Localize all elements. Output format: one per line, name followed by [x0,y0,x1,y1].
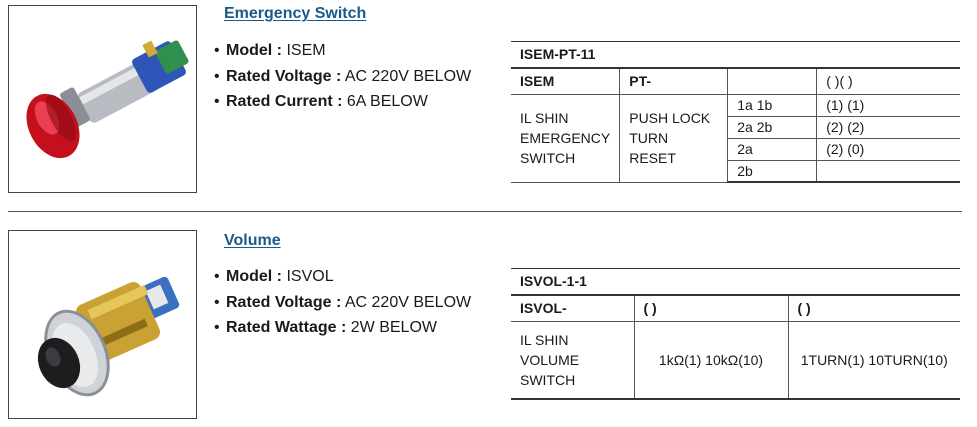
spec-value: 2W BELOW [350,319,437,336]
header-cell [727,67,818,95]
emergency-switch-photo [8,5,197,193]
spec-label: Rated Current : [226,93,343,110]
contact-cell: 2b [727,159,818,183]
volume-specs-list: •Model : ISVOL •Rated Voltage : AC 220V … [214,264,471,341]
contact-code-cell: (2) (0) [816,137,960,161]
spec-value: ISEM [286,42,326,59]
volume-ordering-table: ISVOL- ( ) ( ) IL SHIN VOLUME SWITCH 1kΩ… [511,294,960,400]
product-name-cell: IL SHIN VOLUME SWITCH [511,320,635,400]
emergency-switch-section: Emergency Switch •Model : ISEM •Rated Vo… [0,0,977,200]
volume-section: Volume •Model : ISVOL •Rated Voltage : A… [0,214,977,427]
spec-label: Rated Wattage : [226,319,347,336]
spec-rated-voltage: •Rated Voltage : AC 220V BELOW [214,293,472,311]
header-cell: ISVOL- [511,294,635,322]
contact-cell: 2a [727,137,818,161]
table-header-row: ISEM PT- ( )( ) [511,67,960,95]
emergency-specs-list: •Model : ISEM •Rated Voltage : AC 220V B… [214,38,471,115]
spec-value: AC 220V BELOW [344,67,472,85]
header-cell: ISEM [511,67,621,95]
emergency-ordering-table: ISEM PT- ( )( ) IL SHIN EMERGENCY SWITCH… [511,67,960,183]
contact-code-cell: (2) (2) [816,115,960,139]
header-cell: ( )( ) [816,67,960,95]
header-cell: ( ) [633,294,789,322]
contact-cell: 1a 1b [727,93,818,117]
spec-value: ISVOL [286,268,334,285]
header-cell: ( ) [787,294,960,322]
section-divider [8,211,962,212]
contact-code-cell [816,159,960,183]
volume-photo [8,230,197,419]
spec-rated-voltage: •Rated Voltage : AC 220V BELOW [214,67,472,85]
spec-value: AC 220V BELOW [344,293,472,311]
spec-label: Model : [226,42,282,59]
contact-code-cell: (1) (1) [816,93,960,117]
emergency-switch-title: Emergency Switch [224,5,367,22]
spec-model: •Model : ISEM [214,42,326,59]
emergency-model-code: ISEM-PT-11 [511,41,960,67]
spec-value: 6A BELOW [346,93,428,110]
resistance-cell: 1kΩ(1) 10kΩ(10) [633,320,789,400]
volume-title: Volume [224,232,281,249]
spec-label: Rated Voltage : [226,293,342,311]
table-header-row: ISVOL- ( ) ( ) [511,294,960,322]
table-row: IL SHIN EMERGENCY SWITCH PUSH LOCK TURN … [511,93,960,183]
spec-label: Model : [226,268,282,285]
turns-cell: 1TURN(1) 10TURN(10) [787,320,960,400]
table-row: IL SHIN VOLUME SWITCH 1kΩ(1) 10kΩ(10) 1T… [511,320,960,400]
volume-model-code: ISVOL-1-1 [511,268,960,294]
spec-label: Rated Voltage : [226,67,342,85]
spec-rated-current: •Rated Current : 6A BELOW [214,93,428,110]
contact-cell: 2a 2b [727,115,818,139]
spec-model: •Model : ISVOL [214,268,334,285]
product-name-cell: IL SHIN EMERGENCY SWITCH [511,93,621,183]
table-row: 2b [511,159,960,183]
spec-rated-wattage: •Rated Wattage : 2W BELOW [214,319,437,336]
operation-type-cell: PUSH LOCK TURN RESET [619,93,729,183]
header-cell: PT- [619,67,729,95]
